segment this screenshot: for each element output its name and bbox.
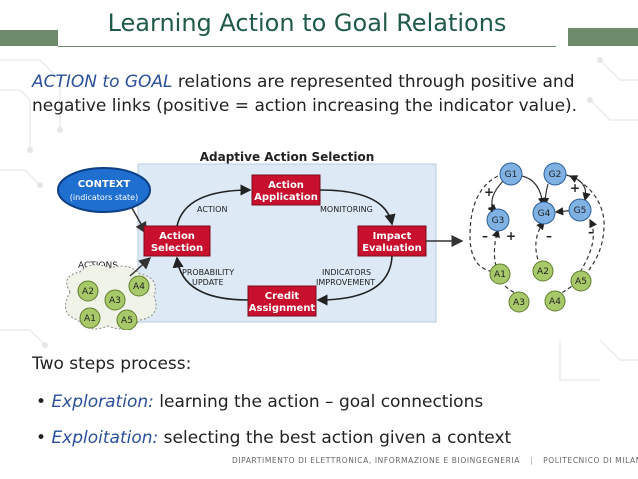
- label-monitoring: MONITORING: [320, 205, 373, 214]
- graph-action-node-a4: [544, 290, 566, 312]
- svg-text:Impact: Impact: [373, 231, 412, 242]
- link-sign: +: [570, 181, 580, 195]
- action-node-a3: [104, 289, 126, 311]
- graph-action-label-a4: A4: [549, 297, 561, 307]
- goal-label-g2: G2: [549, 170, 562, 180]
- slide-title: Learning Action to Goal Relations: [107, 9, 507, 37]
- graph-link: [535, 221, 545, 267]
- goal-node-g2: [543, 162, 567, 186]
- context-sublabel: (indicators state): [70, 193, 138, 202]
- graph-link: [469, 175, 499, 273]
- graph-link: [491, 228, 500, 267]
- action-label-a2: A2: [82, 287, 94, 297]
- context-ellipse: [57, 167, 151, 213]
- svg-text:Assignment: Assignment: [249, 303, 316, 314]
- box-impact-evaluation: Impact Evaluation: [357, 225, 427, 257]
- action-selection-diagram: Adaptive Action Selection CONTEXT (indic…: [57, 150, 605, 330]
- title-accent-left: [0, 30, 58, 46]
- panel-title: Adaptive Action Selection: [200, 150, 375, 164]
- goal-node-g5: [568, 198, 592, 222]
- arrow-credit-to-selection: [172, 256, 249, 301]
- arrow-selection-to-application: [176, 184, 252, 227]
- label-improvement: IMPROVEMENT: [316, 278, 375, 287]
- intro-paragraph: ACTION to GOAL relations are represented…: [32, 70, 592, 118]
- graph-action-label-a2: A2: [537, 267, 549, 277]
- goal-node-g4: [532, 201, 556, 225]
- graph-link: [555, 175, 605, 297]
- label-probability: PROBABILITY: [182, 268, 234, 277]
- intro-text: relations are represented through positi…: [32, 72, 578, 116]
- intro-emphasis: ACTION to GOAL: [32, 72, 173, 92]
- graph-link: [521, 175, 547, 207]
- action-label-a4: A4: [133, 282, 145, 292]
- goal-node-g3: [486, 208, 510, 232]
- arrow-application-to-impact: [319, 189, 396, 226]
- label-action: ACTION: [197, 205, 227, 214]
- graph-action-label-a3: A3: [513, 298, 525, 308]
- steps-heading: Two steps process:: [32, 354, 192, 374]
- goal-label-g4: G4: [538, 209, 551, 219]
- graph-action-node-a1: [489, 263, 511, 285]
- svg-text:Selection: Selection: [151, 243, 203, 254]
- link-sign: +: [487, 201, 497, 215]
- step-item-exploitation: • Exploitation: selecting the best actio…: [36, 428, 512, 448]
- label-update: UPDATE: [192, 278, 224, 287]
- action-node-a4: [128, 275, 150, 297]
- title-accent-right: [568, 28, 638, 46]
- graph-action-node-a3: [508, 291, 530, 313]
- actions-arrow: [129, 256, 152, 277]
- action-node-a5: [116, 309, 138, 330]
- footer-department: DIPARTIMENTO DI ELETTRONICA, INFORMAZION…: [232, 456, 520, 465]
- label-indicators: INDICATORS: [322, 268, 371, 277]
- action-label-a3: A3: [109, 296, 121, 306]
- graph-link: [579, 218, 597, 273]
- svg-text:Evaluation: Evaluation: [362, 243, 422, 254]
- box-action-selection: Action Selection: [143, 225, 211, 257]
- goal-label-g1: G1: [505, 170, 518, 180]
- graph-action-label-a5: A5: [575, 277, 587, 287]
- action-label-a5: A5: [121, 316, 133, 326]
- arrow-impact-to-credit: [316, 255, 393, 306]
- context-label: CONTEXT: [78, 179, 131, 190]
- link-sign: –: [588, 225, 594, 239]
- graph-action-node-a5: [570, 270, 592, 292]
- title-underline: [58, 46, 556, 47]
- link-sign: +: [506, 229, 516, 243]
- svg-text:Application: Application: [254, 192, 318, 203]
- goal-node-g1: [499, 162, 523, 186]
- svg-text:Action: Action: [268, 180, 304, 191]
- step-item-exploration: • Exploration: learning the action – goa…: [36, 392, 484, 412]
- action-label-a1: A1: [84, 314, 96, 324]
- footer-separator: |: [529, 456, 534, 465]
- svg-text:Action: Action: [159, 231, 195, 242]
- link-sign: –: [546, 229, 552, 243]
- action-node-a1: [79, 307, 101, 329]
- graph-action-node-a2: [532, 260, 554, 282]
- box-credit-assignment: Credit Assignment: [247, 285, 317, 317]
- footer-university: POLITECNICO DI MILANO: [543, 456, 638, 465]
- goal-label-g5: G5: [574, 206, 587, 216]
- footer: DIPARTIMENTO DI ELETTRONICA, INFORMAZION…: [232, 456, 638, 465]
- goal-label-g3: G3: [492, 216, 505, 226]
- graph-action-label-a1: A1: [494, 270, 506, 280]
- link-sign: –: [482, 229, 488, 243]
- box-action-application: Action Application: [251, 174, 321, 206]
- link-sign: +: [484, 185, 494, 199]
- svg-text:Credit: Credit: [265, 291, 300, 302]
- action-node-a2: [77, 280, 99, 302]
